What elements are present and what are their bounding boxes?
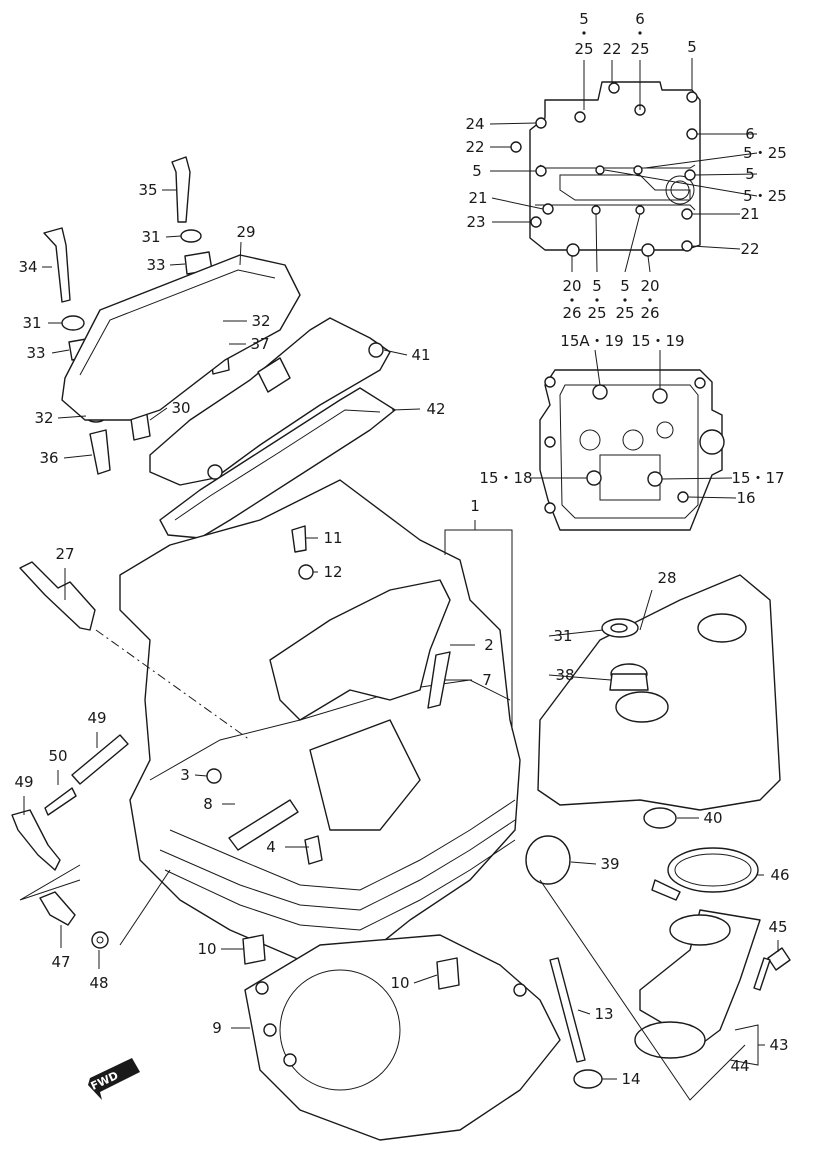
side-cover-and-caps — [525, 574, 781, 885]
part-callout-c44: 44 — [730, 1057, 749, 1075]
part-callout-c1: 1 — [470, 497, 480, 515]
part-callout-c39: 39 — [600, 855, 619, 873]
callout-dot-4 — [623, 298, 627, 302]
part-callout-c22b: 22 — [465, 138, 484, 156]
part-callout-c47: 47 — [51, 953, 70, 971]
part-callout-c40: 40 — [703, 809, 722, 827]
spark-plug — [19, 561, 251, 741]
part-callout-c5b: 5 — [687, 38, 697, 56]
part-callout-c31a: 31 — [141, 228, 160, 246]
part-callout-c49b: 49 — [14, 773, 33, 791]
part-callout-c26a: 26 — [562, 304, 581, 322]
part-callout-c3: 3 — [180, 766, 190, 784]
callout-separators — [570, 31, 652, 302]
part-callout-c42: 42 — [426, 400, 445, 418]
part-callout-c1518: 15・18 — [479, 469, 532, 487]
part-callout-c10a: 10 — [197, 940, 216, 958]
part-callout-c45: 45 — [768, 918, 787, 936]
part-callout-c21a: 21 — [468, 189, 487, 207]
head-cover-gasket-detail — [510, 81, 701, 257]
part-callout-c16: 16 — [736, 489, 755, 507]
part-callout-c5e: 5 — [592, 277, 602, 295]
part-callout-c25b: 25 — [630, 40, 649, 58]
part-callout-c25c: 25 — [587, 304, 606, 322]
part-callout-c28: 28 — [657, 569, 676, 587]
part-callout-c20a: 20 — [562, 277, 581, 295]
part-callout-c22c: 22 — [740, 240, 759, 258]
part-callout-c9: 9 — [212, 1019, 222, 1037]
part-callout-c25d: 25 — [615, 304, 634, 322]
breather-hoses — [11, 734, 171, 949]
part-callout-c7: 7 — [482, 671, 492, 689]
part-callout-c13: 13 — [594, 1005, 613, 1023]
part-callout-c6a: 6 — [635, 10, 645, 28]
part-callout-c33b: 33 — [26, 344, 45, 362]
part-callout-c525b: 5・25 — [743, 187, 787, 205]
part-callout-c46: 46 — [770, 866, 789, 884]
part-callout-c525a: 5・25 — [743, 144, 787, 162]
part-callout-c4: 4 — [266, 838, 276, 856]
part-callout-c5a: 5 — [579, 10, 589, 28]
part-callout-c14: 14 — [621, 1070, 640, 1088]
part-callout-c35: 35 — [138, 181, 157, 199]
part-callout-c1517: 15・17 — [731, 469, 784, 487]
part-callout-c43: 43 — [769, 1036, 788, 1054]
part-callout-c8: 8 — [203, 795, 213, 813]
part-callout-c12: 12 — [323, 563, 342, 581]
part-callout-c33a: 33 — [146, 256, 165, 274]
part-callout-c2: 2 — [484, 636, 494, 654]
part-callout-c49a: 49 — [87, 709, 106, 727]
part-callout-c5f: 5 — [620, 277, 630, 295]
part-callout-c22a: 22 — [602, 40, 621, 58]
part-callout-c41: 41 — [411, 346, 430, 364]
part-callout-c15a19: 15A・19 — [560, 332, 623, 350]
part-callout-c21b: 21 — [740, 205, 759, 223]
part-callout-c25a: 25 — [574, 40, 593, 58]
part-callout-c5d: 5 — [745, 165, 755, 183]
part-callout-c32b: 32 — [34, 409, 53, 427]
part-callout-c50: 50 — [48, 747, 67, 765]
intake-pipe-and-clamp — [539, 847, 791, 1101]
callout-dot-1 — [638, 31, 642, 35]
callout-dot-5 — [648, 298, 652, 302]
part-callout-c34: 34 — [18, 258, 37, 276]
part-callout-c24: 24 — [465, 115, 484, 133]
callout-dot-3 — [595, 298, 599, 302]
part-callout-c10b: 10 — [390, 974, 409, 992]
callout-dot-2 — [570, 298, 574, 302]
part-callout-c36: 36 — [39, 449, 58, 467]
part-callout-c27: 27 — [55, 545, 74, 563]
part-callout-c11: 11 — [323, 529, 342, 547]
cylinder-head — [119, 479, 521, 961]
callout-dot-0 — [582, 31, 586, 35]
part-callout-c6b: 6 — [745, 125, 755, 143]
part-callout-c31c: 31 — [553, 627, 572, 645]
head-underside-detail — [539, 369, 725, 531]
stud-and-cap — [549, 957, 603, 1089]
part-callout-c38: 38 — [555, 666, 574, 684]
part-callout-c29: 29 — [236, 223, 255, 241]
part-callout-c26b: 26 — [640, 304, 659, 322]
head-cover-and-gasket — [149, 317, 396, 539]
part-callout-c1519: 15・19 — [631, 332, 684, 350]
head-gasket — [242, 934, 561, 1141]
leader-lines — [23, 58, 779, 1080]
cover-bolts-and-seals — [43, 156, 301, 475]
part-callout-c37: 37 — [250, 335, 269, 353]
part-callout-c30: 30 — [171, 399, 190, 417]
part-callout-c48: 48 — [89, 974, 108, 992]
part-callout-c31b: 31 — [22, 314, 41, 332]
part-callout-c23: 23 — [466, 213, 485, 231]
part-callout-c20b: 20 — [640, 277, 659, 295]
part-callout-c5c: 5 — [472, 162, 482, 180]
forward-arrow-icon: FWD — [88, 1058, 140, 1100]
part-callout-c32a: 32 — [251, 312, 270, 330]
